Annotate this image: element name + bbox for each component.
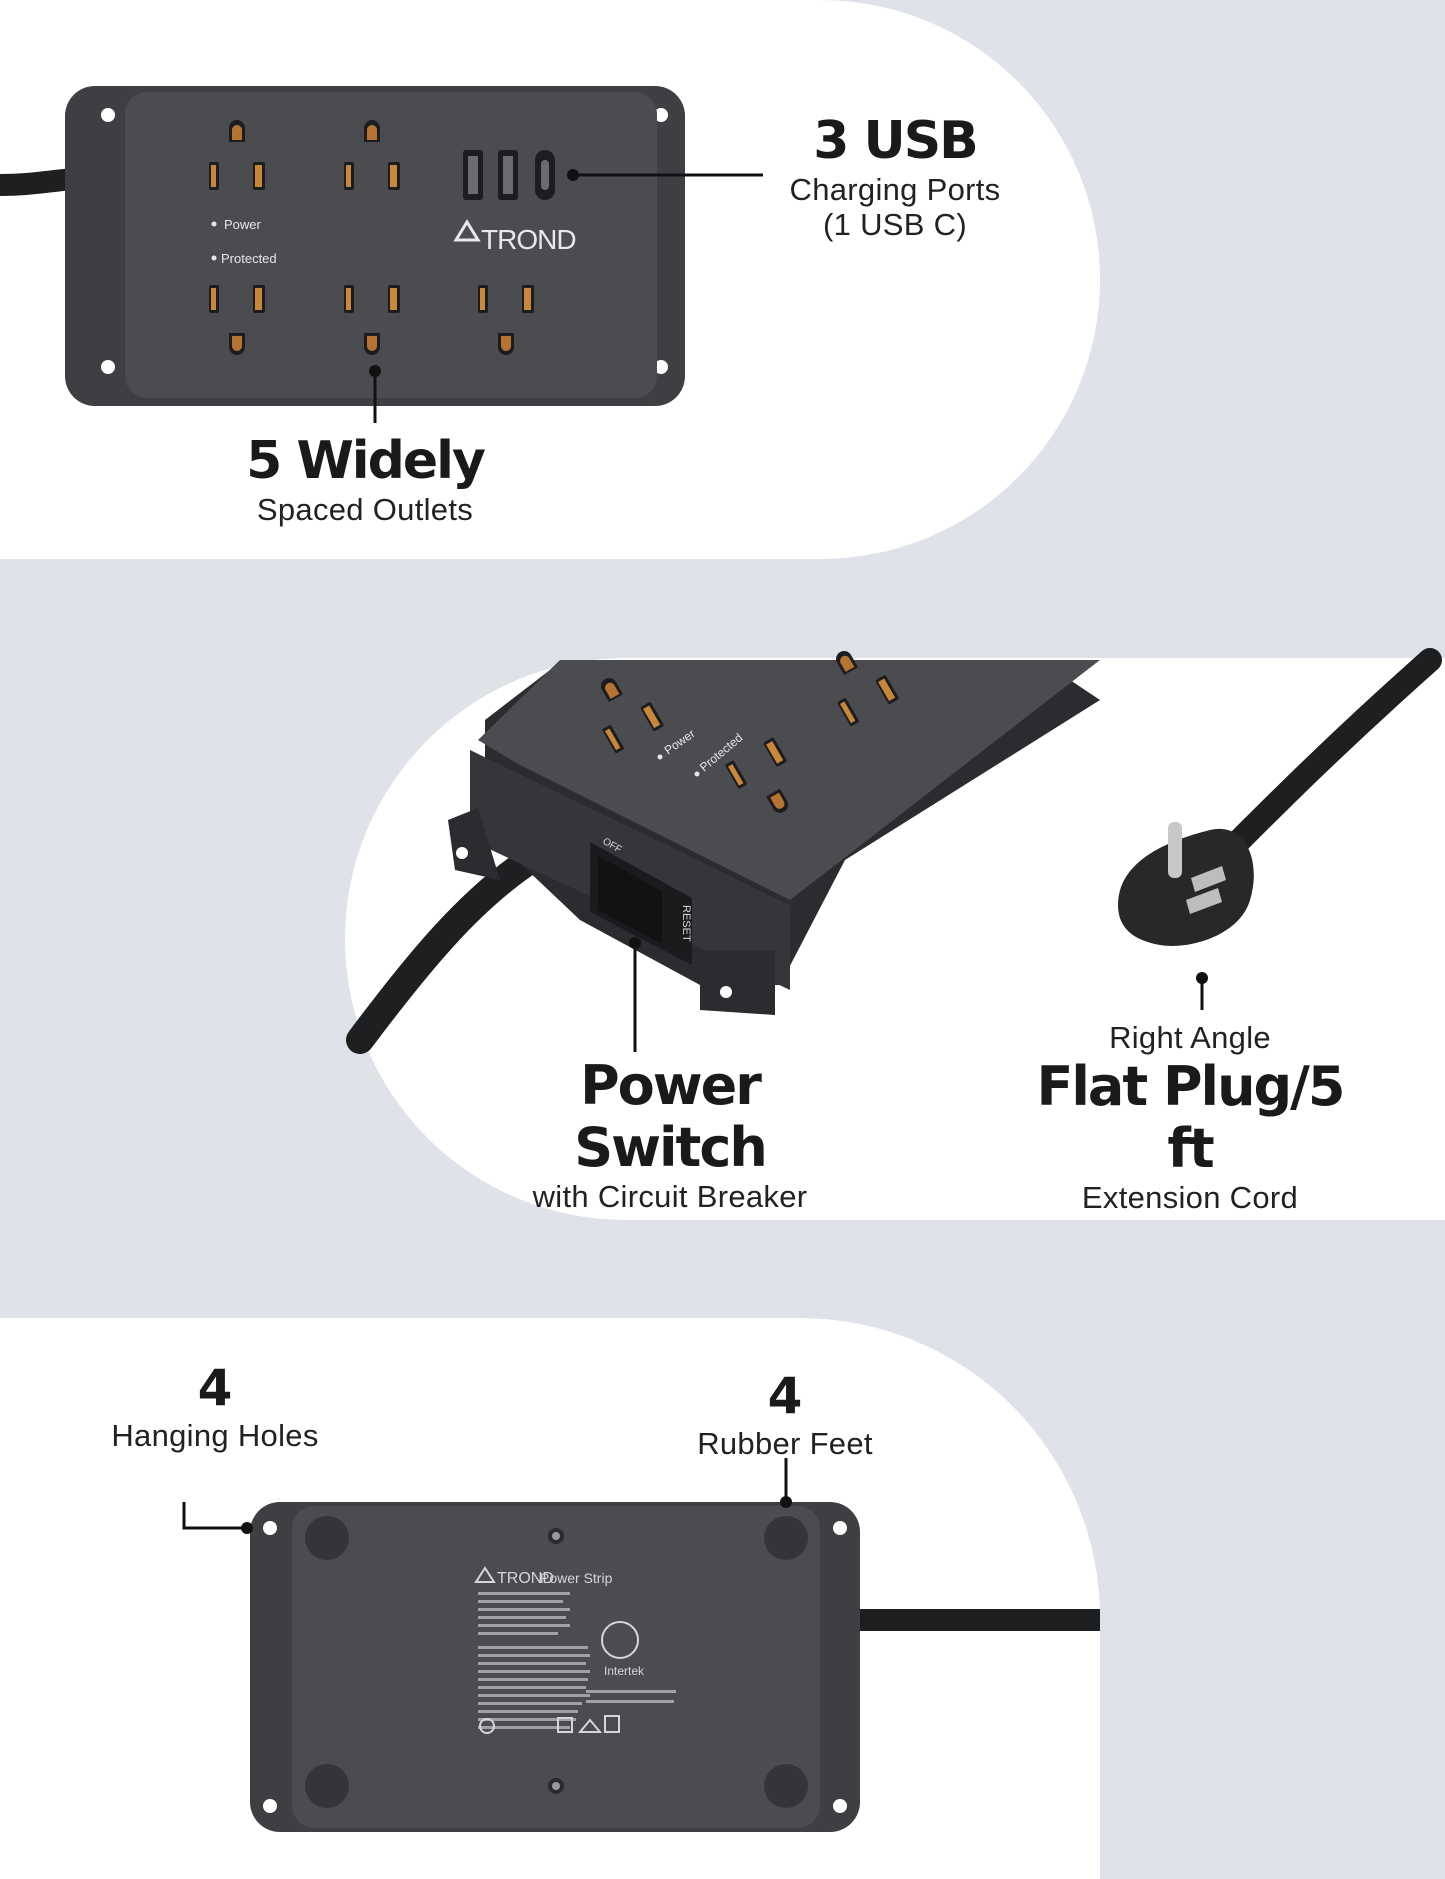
usb-callout: 3 USB Charging Ports (1 USB C) xyxy=(760,111,1030,243)
hanging-holes-label: Hanging Holes xyxy=(111,1417,319,1453)
outlets-callout-headline: 5 Widely xyxy=(246,431,486,491)
rubber-feet-count: 4 xyxy=(767,1367,803,1425)
switch-callout-headline: Power Switch xyxy=(574,1054,768,1180)
plug-callout-line0: Right Angle xyxy=(1109,1020,1271,1055)
hanging-holes-count: 4 xyxy=(197,1359,233,1417)
switch-callout-line1: with Circuit Breaker xyxy=(532,1179,808,1215)
usb-callout-headline: 3 USB xyxy=(813,111,979,171)
outlets-callout: 5 Widely Spaced Outlets xyxy=(230,431,500,527)
plug-callout-headline: Flat Plug/5 ft xyxy=(1036,1054,1346,1180)
plug-callout-line1: Extension Cord xyxy=(1081,1179,1299,1215)
switch-callout: Power Switch with Circuit Breaker xyxy=(480,1054,860,1215)
usb-callout-line1: Charging Ports xyxy=(789,171,1001,207)
feature-panel-top xyxy=(0,0,1100,559)
rubber-feet-label: Rubber Feet xyxy=(697,1425,873,1461)
rubber-feet-callout: 4 Rubber Feet xyxy=(665,1367,905,1461)
plug-callout: Right Angle Flat Plug/5 ft Extension Cor… xyxy=(1020,1020,1360,1215)
usb-callout-line2: (1 USB C) xyxy=(823,207,967,243)
hanging-holes-callout: 4 Hanging Holes xyxy=(85,1359,345,1453)
outlets-callout-line1: Spaced Outlets xyxy=(256,491,474,527)
